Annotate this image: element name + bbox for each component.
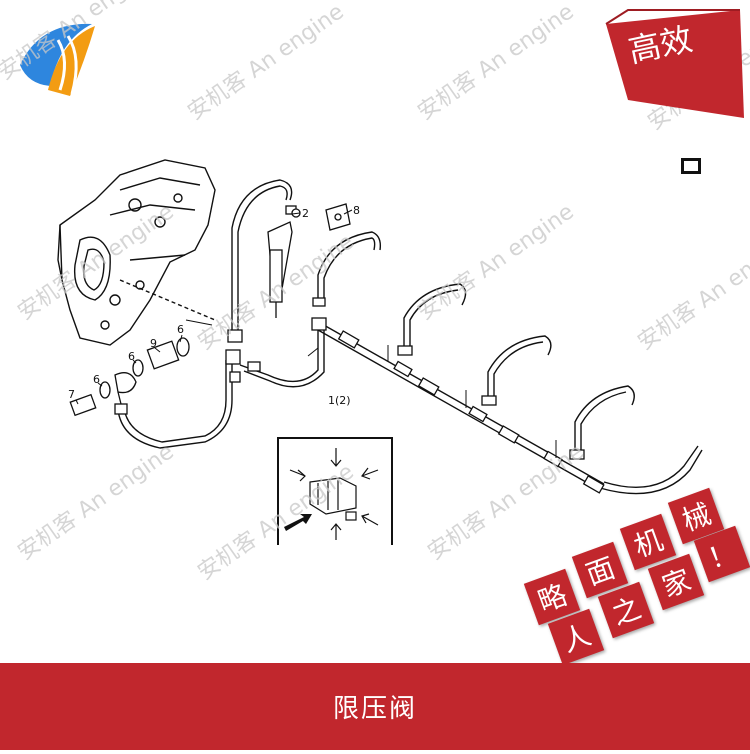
callout-9: 9 [150,337,157,350]
callout-6-top: 6 [177,323,184,336]
page-marker [681,158,701,174]
rail-markers [307,345,557,458]
injector-part [267,208,301,318]
valve-inset [277,437,393,545]
efficiency-badge [605,9,744,118]
rail-fittings [225,205,605,494]
callout-leaders [75,209,353,405]
callout-numbers: 2 8 6 9 6 6 7 1(2) [68,204,360,407]
footer-title: 限压阀 [332,694,417,724]
brand-logo [20,23,95,96]
callout-6-low: 6 [93,373,100,386]
callout-6-mid: 6 [128,350,135,363]
bracket-part [325,203,351,231]
engine-block [57,159,216,346]
callout-7: 7 [68,388,75,401]
callout-2: 2 [302,207,309,220]
callout-1: 1(2) [328,394,351,407]
fitting-parts [69,337,190,417]
footer-banner: 限压阀 [0,663,750,750]
callout-8: 8 [353,204,360,217]
